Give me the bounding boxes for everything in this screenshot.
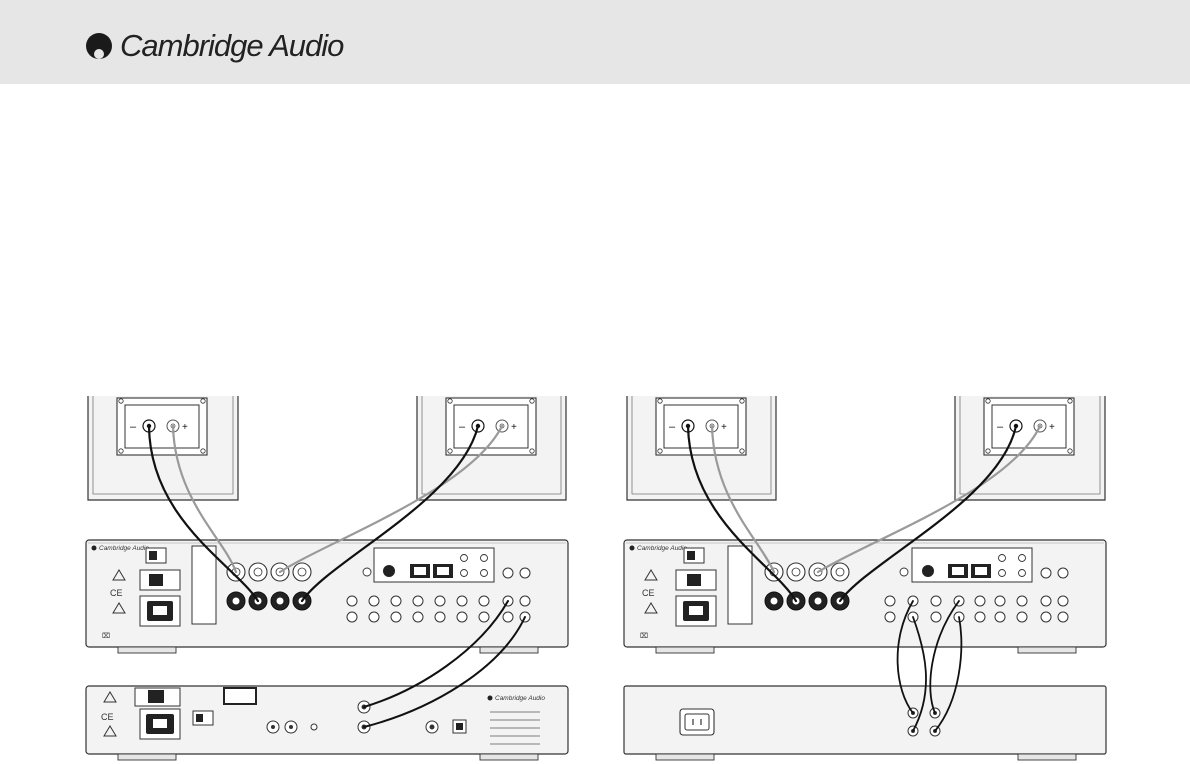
amp-rca-inputs <box>346 595 531 623</box>
svg-text:⌧: ⌧ <box>640 632 648 640</box>
speaker-right-2: – + <box>954 396 1106 501</box>
speaker-right-1: – + <box>626 396 777 501</box>
amplifier-right: Cambridge Audio CE ⌧ <box>623 539 1107 654</box>
speaker-cables-left <box>147 424 504 603</box>
brand-logo: Cambridge Audio <box>84 26 344 66</box>
source-component-left: CE Cambridge Audio <box>85 685 569 761</box>
speaker-plus-label: + <box>511 422 517 433</box>
amplifier-left: Cambridge Audio CE ⌧ <box>85 539 569 654</box>
speaker-minus-label: – <box>459 421 466 433</box>
speaker-left-1: – + <box>87 396 239 501</box>
interconnect-cables-right <box>896 600 963 732</box>
speaker-plus-label: + <box>721 422 727 433</box>
speaker-left-2: – + <box>416 396 567 501</box>
speaker-cables-right <box>686 424 1042 603</box>
amp-brand-label: Cambridge Audio <box>99 545 149 552</box>
brand-name: Cambridge Audio <box>120 28 344 63</box>
diagram-left: – + – + <box>85 396 569 761</box>
svg-text:CE: CE <box>110 588 123 598</box>
svg-text:CE: CE <box>101 712 114 722</box>
header-bar: Cambridge Audio <box>0 0 1190 84</box>
amp-brand-label: Cambridge Audio <box>637 545 687 552</box>
speaker-plus-label: + <box>1049 422 1055 433</box>
cambridge-audio-logo-icon <box>86 33 112 59</box>
interconnect-cables-left <box>363 600 526 728</box>
diagram-right: – + – + <box>623 396 1107 761</box>
speaker-minus-label: – <box>997 421 1004 433</box>
speaker-minus-label: – <box>130 421 137 433</box>
speaker-minus-label: – <box>669 421 676 433</box>
speaker-plus-label: + <box>182 422 188 433</box>
svg-text:⌧: ⌧ <box>102 632 110 640</box>
source-brand-label: Cambridge Audio <box>495 695 545 702</box>
svg-text:CE: CE <box>642 588 655 598</box>
external-component-right <box>623 685 1107 761</box>
